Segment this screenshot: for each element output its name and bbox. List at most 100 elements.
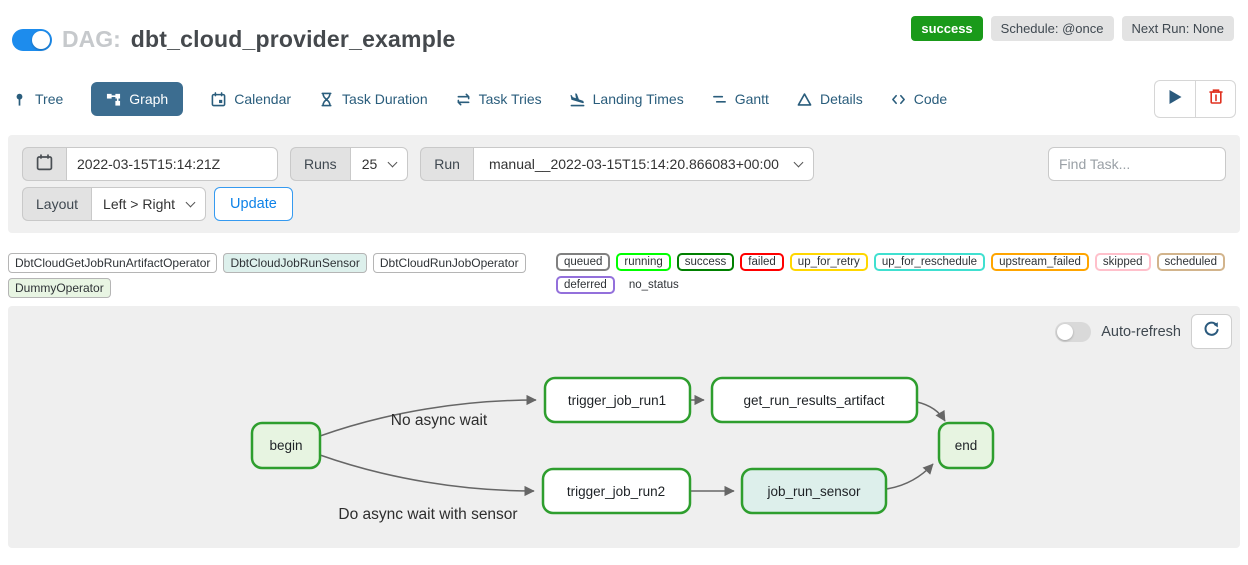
find-task-input[interactable] bbox=[1048, 147, 1226, 181]
status-badge-running[interactable]: running bbox=[616, 253, 671, 271]
graph-edges bbox=[319, 394, 946, 497]
repeat-icon bbox=[456, 92, 471, 107]
status-legend: queued running success failed up_for_ret… bbox=[556, 253, 1240, 294]
page-header: DAG: dbt_cloud_provider_example success … bbox=[0, 0, 1248, 53]
status-badge-upstream-failed[interactable]: upstream_failed bbox=[991, 253, 1089, 271]
filter-row-1: Runs 25 Run manual__2022-03-15T15:14:20.… bbox=[22, 147, 1226, 181]
header-badges: success Schedule: @once Next Run: None bbox=[911, 16, 1234, 41]
edge-label-no-async-wait: No async wait bbox=[391, 412, 488, 429]
legend: DbtCloudGetJobRunArtifactOperator DbtClo… bbox=[8, 253, 1240, 298]
chevron-down-icon bbox=[185, 197, 196, 207]
task-node-get-run-results-artifact[interactable]: get_run_results_artifact bbox=[710, 376, 919, 424]
refresh-button[interactable] bbox=[1191, 314, 1232, 349]
operator-legend: DbtCloudGetJobRunArtifactOperator DbtClo… bbox=[8, 253, 556, 298]
chevron-down-icon bbox=[387, 157, 398, 167]
operator-badge: DummyOperator bbox=[8, 278, 111, 298]
edge-sensor-end bbox=[885, 463, 934, 490]
layout-select[interactable]: Left > Right bbox=[91, 187, 207, 221]
delete-dag-button[interactable] bbox=[1195, 80, 1236, 118]
task-node-begin[interactable]: begin bbox=[250, 421, 322, 470]
graph-nodes: begin trigger_job_run1 get_run_results_a… bbox=[250, 376, 995, 515]
operator-badge: DbtCloudRunJobOperator bbox=[372, 253, 526, 273]
edge-artifact-end bbox=[916, 401, 946, 422]
graph-icon bbox=[106, 92, 121, 107]
chevron-down-icon bbox=[793, 157, 804, 167]
view-tabbar: Tree Graph Calendar Task Duration Task T… bbox=[0, 79, 1248, 119]
trash-icon bbox=[1208, 88, 1224, 110]
dag-status-badge: success bbox=[911, 16, 983, 41]
tab-tree[interactable]: Tree bbox=[12, 91, 63, 107]
status-badge-up-for-retry[interactable]: up_for_retry bbox=[789, 253, 868, 271]
trigger-dag-button[interactable] bbox=[1154, 80, 1195, 118]
status-badge-skipped[interactable]: skipped bbox=[1094, 253, 1151, 271]
task-node-job-run-sensor[interactable]: job_run_sensor bbox=[740, 467, 888, 515]
svg-text:begin: begin bbox=[269, 438, 302, 453]
status-badge-scheduled[interactable]: scheduled bbox=[1156, 253, 1225, 271]
operator-badge: DbtCloudGetJobRunArtifactOperator bbox=[8, 253, 218, 273]
edge-begin-trigger1 bbox=[319, 394, 537, 437]
operator-badge: DbtCloudJobRunSensor bbox=[223, 253, 367, 273]
auto-refresh-toggle[interactable] bbox=[1055, 321, 1092, 342]
status-badge-up-for-reschedule[interactable]: up_for_reschedule bbox=[873, 253, 986, 271]
hourglass-icon bbox=[319, 92, 334, 107]
dag-prefix-label: DAG: bbox=[62, 26, 121, 52]
svg-text:end: end bbox=[955, 438, 978, 453]
auto-refresh-controls: Auto-refresh bbox=[1055, 314, 1232, 349]
base-date-group bbox=[22, 147, 278, 181]
edge-label-do-async-wait: Do async wait with sensor bbox=[338, 506, 517, 523]
auto-refresh-label: Auto-refresh bbox=[1101, 323, 1181, 340]
tab-landing-times[interactable]: Landing Times bbox=[570, 91, 684, 107]
dag-title-group: DAG: dbt_cloud_provider_example bbox=[12, 26, 456, 53]
tab-graph[interactable]: Graph bbox=[91, 82, 184, 116]
date-picker-button[interactable] bbox=[22, 147, 66, 181]
dag-actions bbox=[1154, 80, 1236, 118]
svg-text:trigger_job_run1: trigger_job_run1 bbox=[568, 393, 666, 408]
dag-pause-toggle[interactable] bbox=[12, 28, 52, 51]
task-node-end[interactable]: end bbox=[937, 421, 995, 470]
dag-graph-canvas: No async wait Do async wait with sensor … bbox=[250, 376, 995, 523]
edge-begin-trigger2 bbox=[319, 454, 535, 497]
status-badge-no-status: no_status bbox=[628, 279, 679, 291]
filter-row-2: Layout Left > Right Update bbox=[22, 187, 1226, 221]
run-label: Run bbox=[420, 147, 473, 181]
svg-text:job_run_sensor: job_run_sensor bbox=[766, 484, 861, 499]
layout-label: Layout bbox=[22, 187, 92, 221]
status-badge-deferred[interactable]: deferred bbox=[556, 276, 615, 294]
tab-task-duration[interactable]: Task Duration bbox=[319, 91, 428, 107]
tab-task-tries[interactable]: Task Tries bbox=[456, 91, 542, 107]
base-date-input[interactable] bbox=[66, 147, 278, 181]
plane-landing-icon bbox=[570, 92, 585, 107]
dag-title: dbt_cloud_provider_example bbox=[130, 26, 456, 52]
task-node-trigger-job-run1[interactable]: trigger_job_run1 bbox=[543, 376, 692, 424]
calendar-picker-icon bbox=[36, 154, 53, 174]
tab-code[interactable]: Code bbox=[891, 91, 947, 107]
tab-gantt[interactable]: Gantt bbox=[712, 91, 769, 107]
svg-text:get_run_results_artifact: get_run_results_artifact bbox=[743, 393, 884, 408]
status-badge-failed[interactable]: failed bbox=[740, 253, 784, 271]
graph-panel: Auto-refresh No async wait Do async wait… bbox=[8, 306, 1240, 548]
svg-text:trigger_job_run2: trigger_job_run2 bbox=[567, 484, 665, 499]
runs-label: Runs bbox=[290, 147, 350, 181]
runs-group: Runs 25 bbox=[290, 147, 409, 181]
runs-select[interactable]: 25 bbox=[349, 147, 409, 181]
status-badge-success[interactable]: success bbox=[676, 253, 735, 271]
code-icon bbox=[891, 92, 906, 107]
toggle-knob bbox=[32, 30, 50, 49]
gantt-icon bbox=[712, 92, 727, 107]
filter-panel: Runs 25 Run manual__2022-03-15T15:14:20.… bbox=[8, 135, 1240, 233]
next-run-badge: Next Run: None bbox=[1121, 16, 1234, 41]
tree-icon bbox=[12, 92, 27, 107]
run-select[interactable]: manual__2022-03-15T15:14:20.866083+00:00 bbox=[472, 147, 814, 181]
calendar-icon bbox=[211, 91, 226, 107]
tab-details[interactable]: Details bbox=[797, 91, 863, 107]
layout-group: Layout Left > Right bbox=[22, 187, 207, 221]
refresh-icon bbox=[1203, 321, 1220, 343]
play-icon bbox=[1169, 89, 1182, 109]
run-group: Run manual__2022-03-15T15:14:20.866083+0… bbox=[420, 147, 814, 181]
details-icon bbox=[797, 92, 812, 107]
status-badge-queued[interactable]: queued bbox=[556, 253, 611, 271]
task-node-trigger-job-run2[interactable]: trigger_job_run2 bbox=[541, 467, 692, 515]
schedule-badge: Schedule: @once bbox=[990, 16, 1114, 41]
update-button[interactable]: Update bbox=[214, 187, 293, 221]
tab-calendar[interactable]: Calendar bbox=[211, 91, 291, 107]
